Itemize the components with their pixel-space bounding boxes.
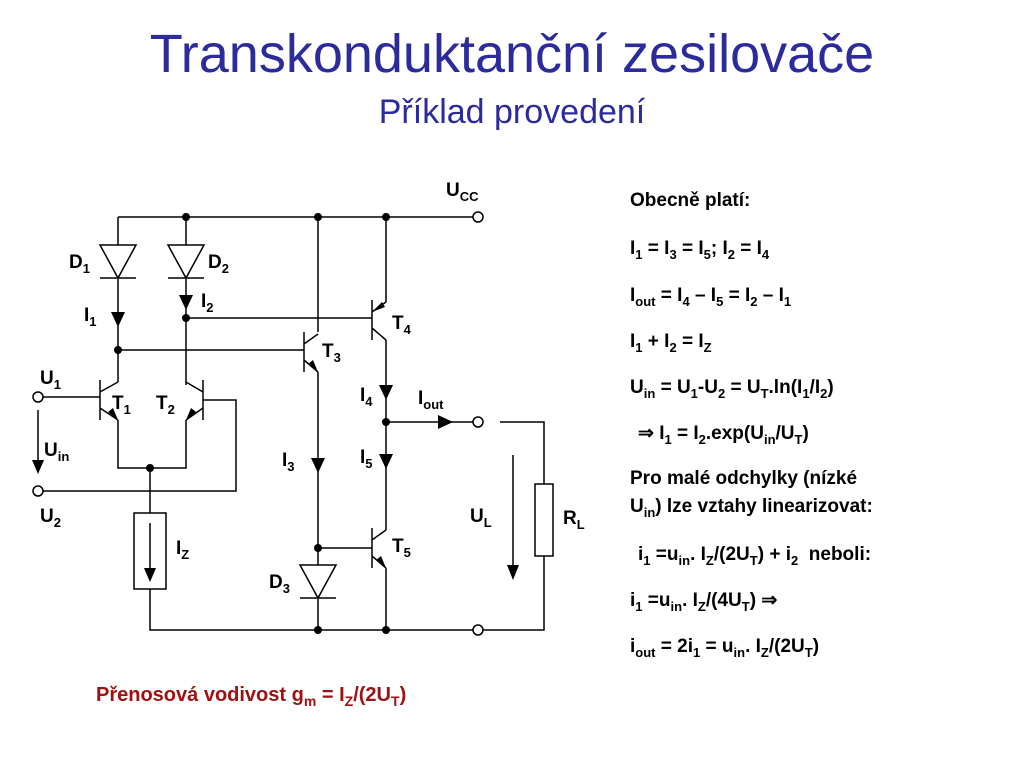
- label-t4: T4: [392, 313, 412, 337]
- label-iout: Iout: [418, 388, 444, 412]
- current-arrow-i5: [379, 454, 393, 469]
- output-terminal: [472, 416, 484, 428]
- u2-terminal: [32, 485, 44, 497]
- label-i5: I5: [360, 447, 373, 471]
- equations-heading: Obecně platí:: [630, 190, 751, 211]
- u1-terminal: [32, 391, 44, 403]
- label-u2: U2: [40, 506, 61, 530]
- label-i2: I2: [201, 291, 214, 315]
- equation-line: i1 =uin. IZ/(4UT) ⇒: [630, 590, 778, 614]
- implies-icon: ⇒: [638, 423, 654, 444]
- current-arrow-i1: [111, 312, 125, 327]
- equation-line: Iout = I4 – I5 = I2 – I1: [630, 285, 792, 309]
- equation-line: Uin) lze vztahy linearizovat:: [630, 496, 873, 520]
- label-d2: D2: [208, 252, 229, 276]
- page-subtitle: Příklad provedení: [378, 93, 646, 131]
- label-d3: D3: [269, 572, 290, 596]
- equation-line: iout = 2i1 = uin. IZ/(2UT): [630, 636, 820, 660]
- label-i1: I1: [84, 305, 97, 329]
- label-ul: UL: [470, 506, 492, 530]
- label-d1: D1: [69, 252, 90, 276]
- diode-d1: [98, 244, 138, 280]
- resistor-rl: [534, 483, 554, 557]
- label-rl: RL: [563, 508, 585, 532]
- transistor-t1: [99, 380, 119, 421]
- label-t3: T3: [322, 341, 341, 365]
- current-arrow-i3: [311, 458, 325, 473]
- label-t5: T5: [392, 536, 411, 560]
- equation-line: ⇒ I1 = I2.exp(Uin/UT): [638, 423, 809, 447]
- page-title: Transkonduktanční zesilovače: [149, 24, 875, 84]
- label-i4: I4: [360, 385, 373, 409]
- current-arrow-iout: [438, 415, 453, 429]
- equation-line: I1 = I3 = I5; I2 = I4: [630, 238, 770, 262]
- label-t1: T1: [112, 393, 131, 417]
- current-arrow-i4: [379, 385, 393, 400]
- equation-line: i1 =uin. IZ/(2UT) + i2 neboli:: [638, 544, 872, 568]
- ucc-terminal: [472, 211, 484, 223]
- ground-terminal: [472, 624, 484, 636]
- implies-icon: ⇒: [761, 590, 778, 611]
- diode-d2: [166, 244, 206, 280]
- diode-d3: [298, 564, 338, 600]
- equation-line: Uin = U1-U2 = UT.ln(I1/I2): [630, 377, 834, 401]
- label-i3: I3: [282, 450, 295, 474]
- equation-line: I1 + I2 = IZ: [630, 331, 712, 355]
- current-arrow-i2: [179, 295, 193, 310]
- label-iz: IZ: [176, 538, 189, 562]
- label-uin: Uin: [44, 440, 69, 464]
- label-t2: T2: [156, 393, 175, 417]
- transconductance-footer: Přenosová vodivost gm = IZ/(2UT): [96, 684, 407, 709]
- equation-line: Pro malé odchylky (nízké: [630, 468, 858, 489]
- label-u1: U1: [40, 368, 61, 392]
- label-ucc: UCC: [446, 180, 479, 204]
